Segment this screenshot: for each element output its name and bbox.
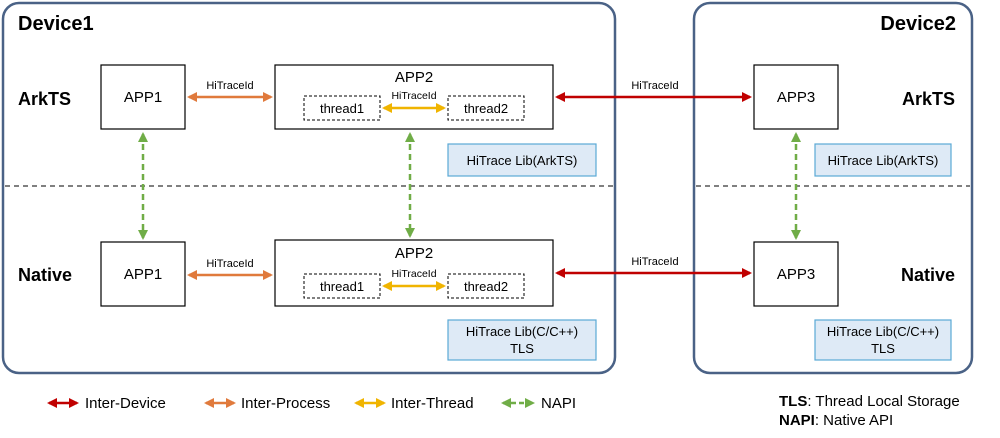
hitrace-lib-native-device2-line1: HiTrace Lib(C/C++)	[827, 324, 939, 339]
thread1-native-box	[303, 273, 381, 299]
hitrace-lib-native-device1-line1: HiTrace Lib(C/C++)	[466, 324, 578, 339]
hitrace-lib-arkts-device2-label: HiTrace Lib(ArkTS)	[828, 153, 939, 168]
legend-inter-process-label: Inter-Process	[241, 395, 330, 412]
hitraceid-label-thread-arkts: HiTraceId	[391, 90, 436, 102]
note-tls-desc: : Thread Local Storage	[807, 393, 959, 410]
layer-label-arkts-device1: ArkTS	[18, 89, 71, 109]
hitraceid-label-process-native: HiTraceId	[206, 258, 253, 270]
thread2-arkts-label: thread2	[464, 101, 508, 116]
app1-native-label: APP1	[124, 266, 162, 283]
thread1-arkts-label: thread1	[320, 101, 364, 116]
legend-inter-thread-label: Inter-Thread	[391, 395, 474, 412]
layer-label-native-device2: Native	[901, 265, 955, 285]
thread1-native-label: thread1	[320, 279, 364, 294]
thread1-arkts-box	[303, 95, 381, 121]
device2-frame	[692, 1, 974, 375]
thread2-native-label: thread2	[464, 279, 508, 294]
app1-arkts-label: APP1	[124, 89, 162, 106]
app3-native-label: APP3	[777, 266, 815, 283]
device1-title: Device1	[18, 13, 94, 35]
device1-frame	[1, 1, 617, 375]
hitrace-lib-native-device1-line2: TLS	[510, 341, 534, 356]
app2-native-label: APP2	[395, 245, 433, 262]
app1-native-box	[100, 241, 186, 307]
note-napi-desc: : Native API	[815, 412, 893, 429]
legend-inter-device-label: Inter-Device	[85, 395, 166, 412]
note-napi: NAPI: Native API	[779, 412, 893, 429]
hitraceid-label-device-arkts: HiTraceId	[631, 80, 678, 92]
hitrace-lib-arkts-device2	[814, 143, 952, 177]
hitraceid-label-device-native: HiTraceId	[631, 256, 678, 268]
thread2-arkts-box	[447, 95, 525, 121]
hitrace-lib-native-device2-line2: TLS	[871, 341, 895, 356]
hitrace-lib-arkts-device1	[447, 143, 597, 177]
layer-label-arkts-device2: ArkTS	[902, 89, 955, 109]
hitrace-lib-native-device2	[814, 319, 952, 361]
thread2-native-box	[447, 273, 525, 299]
hitrace-lib-arkts-device1-label: HiTrace Lib(ArkTS)	[467, 153, 578, 168]
app3-arkts-box	[753, 64, 839, 130]
layer-label-native-device1: Native	[18, 265, 72, 285]
hitraceid-label-process-arkts: HiTraceId	[206, 80, 253, 92]
app3-native-box	[753, 241, 839, 307]
note-tls-term: TLS	[779, 393, 807, 410]
legend-napi-label: NAPI	[541, 395, 576, 412]
device2-title: Device2	[880, 13, 956, 35]
note-tls: TLS: Thread Local Storage	[779, 393, 960, 410]
app3-arkts-label: APP3	[777, 89, 815, 106]
app2-arkts-label: APP2	[395, 69, 433, 86]
note-napi-term: NAPI	[779, 412, 815, 429]
hitraceid-label-thread-native: HiTraceId	[391, 268, 436, 280]
app1-arkts-box	[100, 64, 186, 130]
hitrace-lib-native-device1	[447, 319, 597, 361]
